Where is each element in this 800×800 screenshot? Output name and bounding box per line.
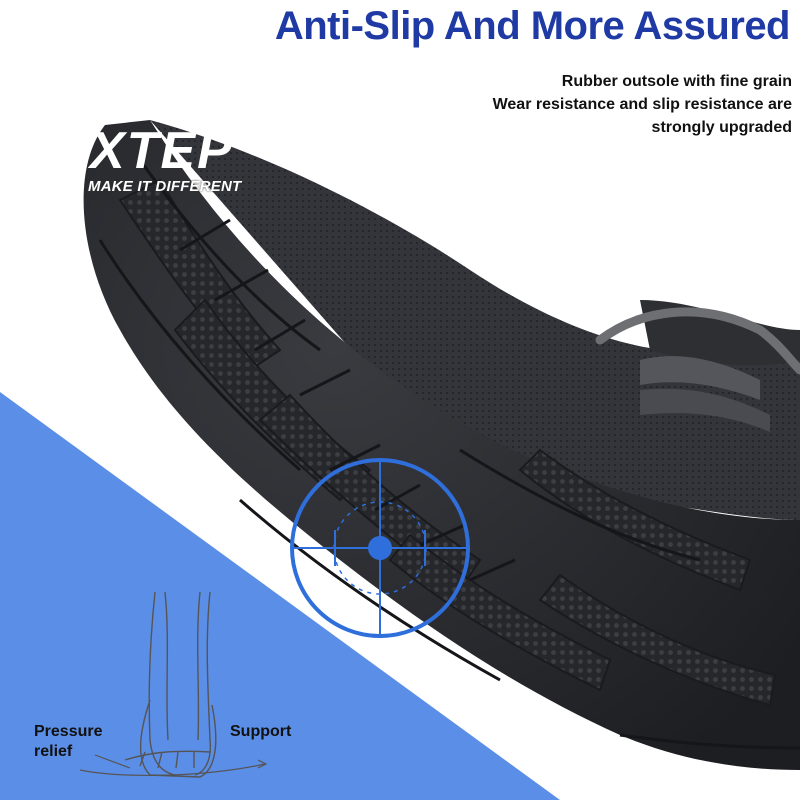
xtep-logo: XTEP (88, 122, 234, 180)
foot-skeleton-diagram (79, 591, 268, 778)
crosshair-target-icon (290, 458, 470, 638)
headline: Anti-Slip And More Assured (274, 4, 791, 48)
shoe-upper (150, 120, 800, 520)
upper-overlay-stripe (640, 356, 760, 400)
upper-overlay-stripe (640, 388, 770, 432)
feature-line-3: strongly upgraded (651, 119, 792, 136)
ramp-surface (0, 392, 560, 800)
brand-tagline: MAKE IT DIFFERENT (88, 178, 242, 195)
pressure-relief-label: Pressure relief (34, 723, 103, 760)
support-label: Support (230, 723, 292, 740)
shoe-lace (595, 307, 800, 375)
feature-line-2: Wear resistance and slip resistance are (492, 96, 792, 113)
feature-line-1: Rubber outsole with fine grain (561, 73, 792, 90)
tread-ridges (98, 159, 800, 750)
shoe-outsole (83, 120, 800, 770)
feature-description: Rubber outsole with fine grain Wear resi… (432, 70, 792, 139)
brand: XTEP MAKE IT DIFFERENT (88, 118, 298, 195)
logo-wordmark: XTEP (88, 122, 234, 180)
